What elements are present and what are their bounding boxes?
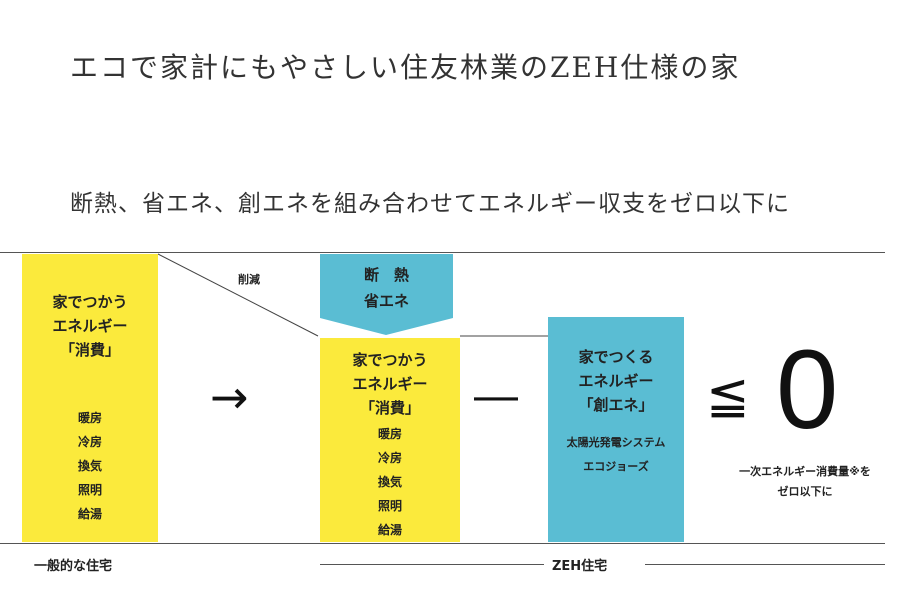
zeh-item-ventilation: 換気 [377, 475, 402, 489]
general-heading-2: エネルギー [52, 317, 128, 335]
reduction-label: 削減 [238, 273, 260, 286]
create-heading-1: 家でつくる [578, 348, 654, 366]
zeh-item-lighting: 照明 [377, 499, 402, 513]
general-heading-1: 家でつかう [52, 293, 128, 311]
zeh-item-cooling: 冷房 [377, 451, 402, 465]
page-title: エコで家計にもやさしい住友林業のZEH仕様の家 [70, 51, 741, 84]
minus-operator: ― [474, 371, 518, 422]
zeh-house-label: ZEH住宅 [552, 559, 608, 574]
general-item-cooling: 冷房 [77, 435, 102, 449]
zeh-item-hotwater: 給湯 [377, 523, 402, 537]
create-energy-box: 家でつくる エネルギー 「創エネ」 太陽光発電システム エコジョーズ [548, 317, 684, 542]
result-note: 一次エネルギー消費量※を ゼロ以下に [720, 462, 890, 502]
zeh-consumption-box: 家でつかう エネルギー 「消費」 暖房 冷房 換気 照明 給湯 [320, 338, 460, 542]
zeh-item-heating: 暖房 [377, 427, 402, 441]
insulation-box: 断 熱 省エネ [320, 262, 453, 322]
general-item-lighting: 照明 [77, 483, 102, 497]
create-item-ecojozu: エコジョーズ [583, 460, 649, 473]
transition-arrow: → [210, 370, 249, 424]
less-or-equal-operator: ≦ [706, 366, 750, 426]
result-note-line-2: ゼロ以下に [777, 485, 833, 498]
insulation-line-1: 断 熱 [363, 266, 409, 284]
general-item-hotwater: 給湯 [77, 507, 102, 521]
top-divider [0, 252, 885, 253]
result-note-line-1: 一次エネルギー消費量※を [739, 465, 871, 478]
zeh-heading-2: エネルギー [352, 375, 428, 393]
zeh-heading-3: 「消費」 [359, 399, 420, 417]
create-heading-3: 「創エネ」 [578, 396, 654, 414]
create-item-solar: 太陽光発電システム [566, 436, 666, 449]
page-subtitle: 断熱、省エネ、創エネを組み合わせてエネルギー収支をゼロ以下に [70, 191, 790, 217]
insulation-arrow-shape [320, 254, 453, 335]
general-house-label: 一般的な住宅 [34, 559, 113, 574]
general-item-heating: 暖房 [77, 411, 102, 425]
general-item-ventilation: 換気 [77, 459, 102, 473]
zeh-bracket-right [645, 564, 885, 565]
zero-value: 0 [776, 327, 839, 452]
bottom-divider [0, 543, 885, 544]
insulation-line-2: 省エネ [363, 292, 409, 310]
zeh-heading-1: 家でつかう [352, 351, 428, 369]
zeh-bracket-left [320, 564, 544, 565]
create-heading-2: エネルギー [578, 372, 654, 390]
general-consumption-box: 家でつかう エネルギー 「消費」 暖房 冷房 換気 照明 給湯 [22, 254, 158, 542]
general-heading-3: 「消費」 [59, 341, 120, 359]
